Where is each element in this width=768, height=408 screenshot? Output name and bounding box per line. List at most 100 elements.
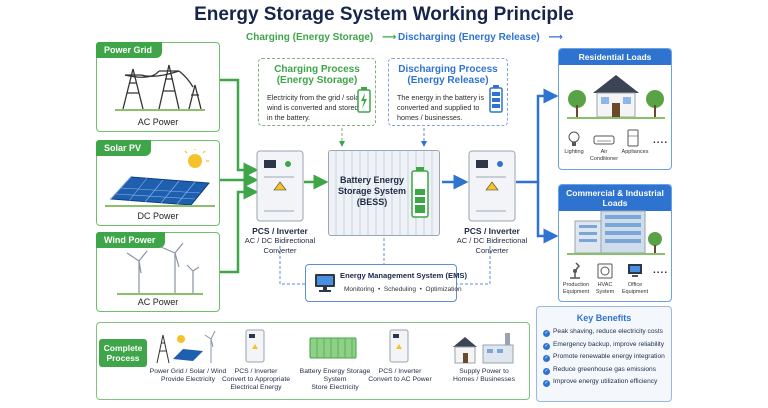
source-label: AC Power — [137, 117, 179, 127]
cp-step-1: Power Grid / Solar / Wind Provide Electr… — [145, 368, 231, 384]
residential-loads-box: Residential Loads Lighting Air Condition… — [558, 48, 672, 170]
bess-label-line: (BESS) — [356, 197, 388, 207]
battery-discharging-icon — [489, 85, 503, 113]
robot-arm-icon — [570, 262, 581, 279]
residential-item-line: Conditioner — [589, 155, 619, 162]
discharging-process-text: The energy in the battery is converted a… — [397, 93, 484, 123]
benefit-text: Improve energy utilization efficiency — [553, 378, 658, 385]
complete-process-tag: Complete Process — [99, 339, 147, 367]
hvac-icon — [597, 263, 613, 279]
complete-process-box: Complete Process Power Grid / Solar / Wi… — [96, 322, 530, 400]
pcs-cabinet-small-icon-2 — [389, 329, 409, 363]
charging-text-line: Electricity from the grid / solar / — [267, 93, 366, 102]
check-icon: ✓ — [543, 380, 550, 387]
cp-step-line: Electrical Energy — [230, 384, 282, 391]
complete-process-tag-line: Complete — [103, 343, 143, 353]
legend-discharging: Discharging (Energy Release) ⟶ — [398, 32, 563, 43]
pcs-to-commercial-line — [536, 182, 559, 244]
solar-panel-icon — [105, 149, 215, 207]
pcs-left-cabinet-icon — [256, 150, 304, 222]
source-label: DC Power — [137, 211, 179, 221]
commercial-item-label: Production Equipment — [559, 282, 593, 295]
source-wind-power: Wind Power AC Power — [96, 232, 220, 312]
power-tower-icon — [115, 64, 205, 111]
air-conditioner-icon — [593, 135, 615, 145]
cp-step-line: Supply Power to — [459, 368, 509, 375]
commercial-item-line: HVAC — [597, 282, 613, 288]
residential-item-line: Air — [600, 149, 608, 155]
residential-more: .... — [653, 135, 669, 146]
benefit-item: ✓Reduce greenhouse gas emissions — [543, 364, 671, 377]
benefit-text: Reduce greenhouse gas emissions — [553, 365, 656, 373]
discharging-process-title-1: Discharging Process — [398, 64, 498, 75]
commercial-item-label: HVAC System — [589, 282, 621, 295]
residential-item-label: Air Conditioner — [587, 149, 621, 162]
monitor-icon — [315, 274, 335, 292]
residential-item-label: Appliances — [619, 149, 651, 156]
residential-item-line: Lighting — [564, 149, 584, 155]
pcs-right-caption: PCS / Inverter AC / DC Bidirectional Con… — [454, 226, 530, 256]
bess-container-small-icon — [309, 337, 357, 359]
house-icon — [567, 75, 665, 119]
home-factory-icon — [453, 333, 514, 364]
ems-title: Energy Management System (EMS) — [340, 271, 468, 280]
battery-charging-icon — [357, 87, 371, 113]
refrigerator-icon — [627, 129, 639, 147]
bess-label-line: Storage System — [337, 186, 407, 196]
residential-loads-tag: Residential Loads — [559, 49, 671, 65]
legend-charging: Charging (Energy Storage) ⟶ — [246, 32, 396, 43]
benefit-text: Emergency backup, improve reliability — [553, 340, 665, 348]
charging-text-line: wind is converted and stored — [267, 103, 359, 112]
pcs-left-title: PCS / Inverter — [252, 226, 308, 236]
benefit-item: ✓Emergency backup, improve reliability — [543, 339, 671, 352]
cp-step-line: Power Grid / Solar / Wind — [149, 368, 227, 375]
key-benefits-list: ✓Peak shaving, reduce electricity costs … — [537, 323, 671, 389]
lightbulb-icon — [568, 131, 580, 146]
commercial-item-line: Equipment — [621, 288, 649, 295]
source-tag: Power Grid — [96, 42, 163, 58]
residential-item-line: Appliances — [621, 149, 649, 155]
charging-process-box: Charging Process (Energy Storage) Electr… — [258, 58, 376, 126]
commercial-loads-tag: Commercial & Industrial Loads — [559, 185, 671, 211]
charging-process-title-2: (Energy Storage) — [276, 75, 358, 86]
benefit-item: ✓Improve energy utilization efficiency — [543, 376, 671, 389]
benefit-text: Peak shaving, reduce electricity costs — [553, 328, 663, 335]
wind-to-pcs-line — [220, 184, 259, 274]
pcs-left-sub: Converter — [263, 246, 297, 255]
ems-box: Energy Management System (EMS) Monitorin… — [305, 264, 467, 302]
benefit-item: ✓Peak shaving, reduce electricity costs — [543, 326, 671, 339]
key-benefits-title: Key Benefits — [576, 313, 632, 323]
pcs-right-cabinet-icon — [468, 150, 516, 222]
source-tag: Solar PV — [96, 140, 152, 156]
legend-charging-label: Charging (Energy Storage) — [246, 32, 374, 43]
residential-item-label: Lighting — [559, 149, 589, 156]
commercial-item-label: Office Equipment — [619, 282, 651, 295]
wind-turbine-icon — [117, 243, 203, 295]
check-icon: ✓ — [543, 330, 550, 337]
legend-charging-arrow-icon: ⟶ — [382, 32, 397, 43]
benefit-item: ✓Promote renewable energy integration — [543, 351, 671, 364]
charging-text-line: in the battery. — [267, 113, 311, 122]
cp-step-line: Store Electricity — [311, 384, 359, 391]
legend-discharging-label: Discharging (Energy Release) — [398, 32, 540, 43]
cp-step-3: Battery Energy Storage System Store Elec… — [289, 368, 381, 392]
cp-step-line: Homes / Businesses — [453, 376, 515, 383]
cp-step-line: Provide Electricity — [160, 376, 215, 383]
page-title: Energy Storage System Working Principle — [194, 4, 574, 25]
grid-solar-wind-icon — [156, 330, 216, 364]
cp-step-line: PCS / Inverter — [378, 368, 422, 375]
bess-label: Battery Energy Storage System (BESS) — [337, 175, 407, 208]
office-computer-icon — [628, 264, 642, 277]
pcs-left-sub: AC / DC Bidirectional — [244, 236, 316, 245]
ems-link-left — [279, 246, 305, 285]
charging-process-title-1: Charging Process — [274, 64, 360, 75]
source-label: AC Power — [137, 297, 179, 307]
commercial-item-line: Office — [627, 282, 643, 288]
source-tag: Wind Power — [96, 232, 166, 248]
key-benefits-box: Key Benefits ✓Peak shaving, reduce elect… — [536, 306, 672, 402]
legend-discharging-arrow-icon: ⟶ — [548, 32, 563, 43]
commercial-more: .... — [653, 265, 669, 276]
cp-step-line: Battery Energy Storage System — [299, 368, 371, 383]
check-icon: ✓ — [543, 342, 550, 350]
bess-label-line: Battery Energy — [339, 175, 405, 185]
